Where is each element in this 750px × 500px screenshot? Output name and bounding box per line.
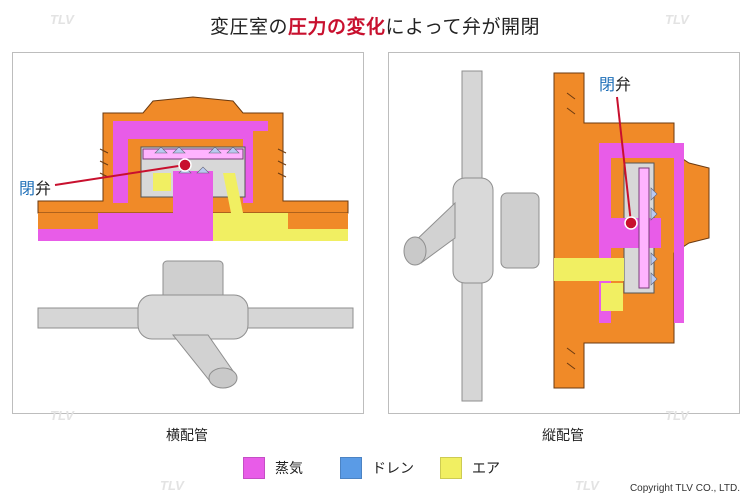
valve-label-vertical-a: 閉 [599, 75, 616, 94]
trap-exterior-vertical [403, 70, 540, 402]
valve-callout-line [54, 164, 186, 186]
title-prefix: 変圧室の [209, 16, 288, 38]
horizontal-piping-panel: 閉弁 [12, 52, 364, 414]
legend-swatch-steam [243, 457, 265, 479]
trap-cutaway-horizontal [37, 96, 349, 241]
valve-label-vertical-b: 弁 [615, 75, 632, 94]
valve-label-vertical: 閉弁 [599, 71, 631, 95]
legend-label-steam: 蒸気 [275, 461, 303, 477]
title-emphasis: 圧力の変化 [288, 16, 386, 38]
air-passage-vertical [554, 258, 624, 281]
legend-label-drain: ドレン [372, 461, 414, 477]
watermark: TLV [575, 478, 599, 493]
air-pocket [153, 173, 171, 191]
strainer-plug-gray [208, 367, 238, 389]
watermark: TLV [665, 12, 689, 27]
watermark: TLV [50, 12, 74, 27]
trap-cap-gray [162, 260, 224, 300]
trap-body-gray-vertical [452, 177, 494, 284]
valve-callout-dot-vertical [624, 216, 638, 230]
body-lower-left [38, 213, 98, 229]
air-passage [223, 173, 243, 213]
body-lower-right [288, 213, 348, 229]
horizontal-trap-diagram [37, 96, 354, 389]
legend-swatch-drain [340, 457, 362, 479]
valve-label-horizontal-b: 弁 [35, 179, 52, 198]
title-suffix: によって弁が開閉 [385, 16, 540, 38]
watermark: TLV [160, 478, 184, 493]
thread-marks [99, 148, 287, 178]
watermark: TLV [50, 408, 74, 423]
copyright-notice: Copyright TLV CO., LTD. [629, 483, 740, 494]
vertical-piping-caption: 縦配管 [542, 428, 584, 444]
trap-body-gray [137, 294, 249, 340]
valve-label-horizontal: 閉弁 [19, 175, 51, 199]
legend-item-drain: ドレン [340, 457, 414, 479]
legend-item-steam: 蒸気 [243, 457, 303, 479]
trap-exterior-horizontal [37, 260, 354, 389]
horizontal-piping-caption: 横配管 [166, 428, 208, 444]
watermark: TLV [665, 408, 689, 423]
strainer-plug-gray-vertical [403, 236, 427, 266]
vertical-trap-diagram [403, 70, 710, 402]
valve-disc [142, 148, 244, 160]
page-title: 変圧室の圧力の変化によって弁が開閉 [0, 12, 750, 39]
valve-disc-vertical [638, 167, 650, 289]
vertical-piping-panel: 閉弁 [388, 52, 740, 414]
flow-arrows-vertical [650, 187, 658, 286]
valve-label-horizontal-a: 閉 [19, 179, 36, 198]
trap-cutaway-vertical [553, 72, 710, 389]
trap-cap-gray-vertical [500, 192, 540, 269]
steam-inlet-core [173, 171, 213, 241]
thread-marks-vertical [566, 92, 576, 370]
legend-swatch-air [440, 457, 462, 479]
air-pocket-vertical [601, 283, 623, 311]
valve-callout-line-vertical [616, 96, 632, 224]
legend-item-air: エア [440, 457, 500, 479]
legend: 蒸気 ドレン エア [0, 457, 750, 479]
legend-label-air: エア [472, 461, 500, 477]
cap-steam-chamber [113, 121, 268, 203]
valve-callout-dot [178, 158, 192, 172]
